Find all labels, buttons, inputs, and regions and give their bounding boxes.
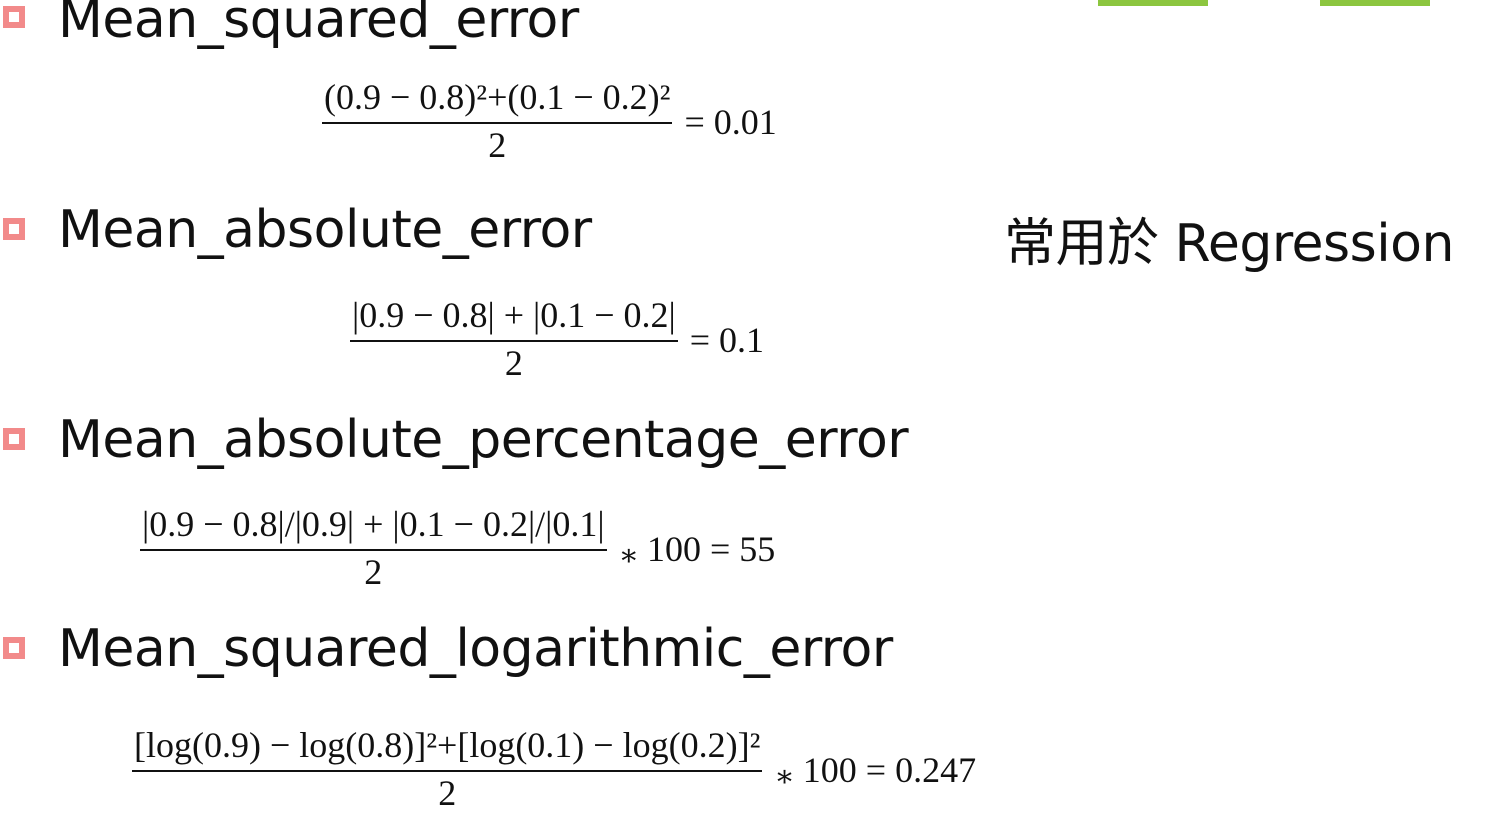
formula-result: ∗100 = 0.247: [774, 749, 977, 792]
side-note-regression: 常用於 Regression: [1004, 214, 1454, 274]
fraction-denominator: 2: [504, 342, 523, 383]
heading-mean-absolute-error: Mean_absolute_error: [58, 200, 592, 260]
formula-mean-squared-error: (0.9 − 0.8)²+(0.1 − 0.2)² 2 = 0.01: [322, 77, 777, 165]
fraction-numerator: |0.9 − 0.8| + |0.1 − 0.2|: [350, 295, 678, 342]
accent-bar-left: [1098, 0, 1208, 6]
formula-result: = 0.1: [689, 319, 765, 360]
accent-bar-right: [1320, 0, 1430, 6]
formula-result: = 0.01: [684, 101, 777, 142]
fraction: [log(0.9) − log(0.8)]²+[log(0.1) − log(0…: [132, 725, 763, 813]
bullet-square-icon: [3, 6, 25, 28]
fraction-numerator: (0.9 − 0.8)²+(0.1 − 0.2)²: [322, 77, 673, 124]
formula-result-value: 100 = 55: [646, 528, 776, 569]
fraction: |0.9 − 0.8| + |0.1 − 0.2| 2: [350, 295, 678, 383]
bullet-square-icon: [3, 428, 25, 450]
heading-mean-squared-error: Mean_squared_error: [58, 0, 579, 50]
fraction-numerator: |0.9 − 0.8|/|0.9| + |0.1 − 0.2|/|0.1|: [140, 504, 607, 551]
formula-result: ∗100 = 55: [619, 528, 776, 571]
fraction: |0.9 − 0.8|/|0.9| + |0.1 − 0.2|/|0.1| 2: [140, 504, 607, 592]
heading-mean-absolute-percentage-error: Mean_absolute_percentage_error: [58, 410, 909, 470]
fraction-denominator: 2: [364, 551, 383, 592]
formula-mean-absolute-error: |0.9 − 0.8| + |0.1 − 0.2| 2 = 0.1: [350, 295, 765, 383]
heading-mean-squared-logarithmic-error: Mean_squared_logarithmic_error: [58, 619, 893, 679]
fraction-denominator: 2: [438, 772, 457, 813]
multiply-operator: ∗: [774, 759, 795, 793]
fraction: (0.9 − 0.8)²+(0.1 − 0.2)² 2: [322, 77, 673, 165]
formula-result-value: 100 = 0.247: [802, 749, 977, 790]
multiply-operator: ∗: [618, 538, 639, 572]
formula-mean-squared-logarithmic-error: [log(0.9) − log(0.8)]²+[log(0.1) − log(0…: [132, 725, 977, 813]
bullet-square-icon: [3, 637, 25, 659]
fraction-denominator: 2: [488, 124, 507, 165]
fraction-numerator: [log(0.9) − log(0.8)]²+[log(0.1) − log(0…: [132, 725, 763, 772]
formula-mean-absolute-percentage-error: |0.9 − 0.8|/|0.9| + |0.1 − 0.2|/|0.1| 2 …: [140, 504, 776, 592]
bullet-square-icon: [3, 218, 25, 240]
